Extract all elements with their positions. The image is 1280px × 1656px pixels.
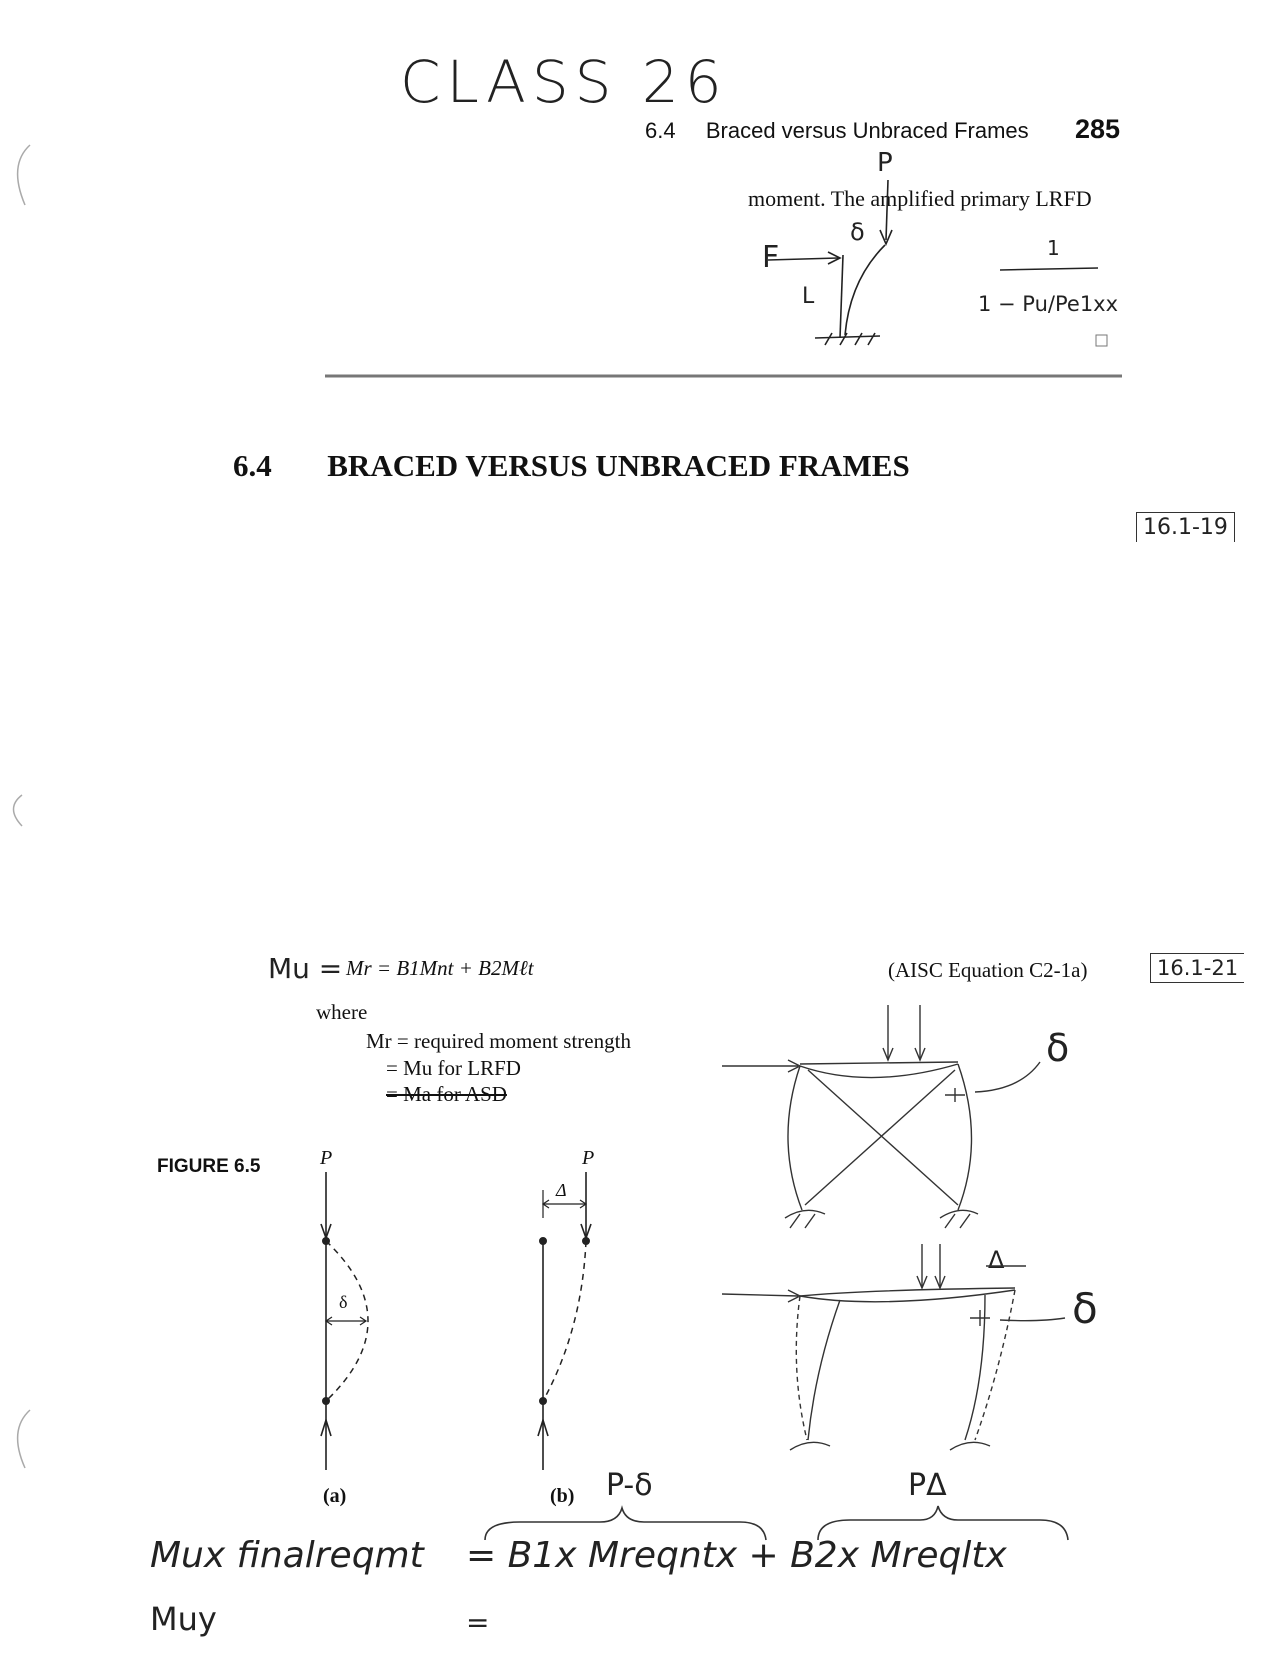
cantilever-sketch	[767, 179, 893, 346]
binder-hole-mark-2	[12, 794, 23, 827]
figure-label: FIGURE 6.5	[157, 1156, 261, 1177]
binder-hole-mark-3	[16, 1409, 31, 1469]
hand-final-right: = B1x Mreqntx + B2x Mreqltx	[466, 1535, 1007, 1576]
figure-b-caption: (b)	[550, 1485, 575, 1507]
top-text-line: moment. The amplified primary LRFD	[748, 186, 1092, 211]
hand-fraction-numerator: 1	[1047, 236, 1060, 260]
figure-a-caption: (a)	[323, 1485, 347, 1507]
binder-hole-mark-1	[16, 144, 31, 206]
header-section-title: Braced versus Unbraced Frames	[705, 118, 1029, 143]
hand-delta-unbraced: δ	[1072, 1284, 1098, 1333]
where-line-1: Mr = required moment strength	[366, 1029, 631, 1053]
header-section-number: 6.4	[645, 118, 676, 143]
hand-delta-top: δ	[850, 218, 865, 246]
hand-bottom-left: Muy	[150, 1600, 217, 1638]
hand-ref-top: 16.1-19	[1136, 512, 1235, 542]
handwritten-braces	[484, 1505, 1069, 1541]
hand-delta-unbraced-top: Δ	[988, 1246, 1005, 1274]
handwritten-class-title: CLASS 26	[400, 48, 728, 116]
page-number: 285	[1075, 114, 1121, 144]
figure-b-delta: Δ	[555, 1180, 567, 1200]
section-heading-title: BRACED VERSUS UNBRACED FRAMES	[327, 448, 910, 483]
hand-bottom-equals: =	[466, 1606, 490, 1639]
section-heading: 6.4 BRACED VERSUS UNBRACED FRAMES	[233, 448, 910, 484]
equation-body: Mr = B1Mnt + B2Mℓt	[346, 956, 534, 980]
hand-final-left: Mux finalreqmt	[150, 1535, 424, 1576]
hand-p-delta-big: PΔ	[908, 1468, 947, 1503]
braced-frame-sketch	[722, 1005, 1041, 1229]
hand-mu-prefix: Mu =	[268, 952, 343, 985]
figure-b-drawing: P Δ	[537, 1147, 594, 1470]
hand-p-delta-small: P-δ	[606, 1468, 653, 1503]
figure-a-drawing: P δ	[319, 1147, 369, 1470]
hand-ref-equation: 16.1-21	[1150, 953, 1245, 983]
figure-a-load: P	[319, 1147, 332, 1169]
hand-delta-braced: δ	[1046, 1026, 1070, 1070]
unbraced-frame-sketch	[721, 1244, 1066, 1451]
where-line-3-struck: = Ma for ASD	[386, 1082, 507, 1106]
where-label: where	[316, 1000, 368, 1024]
equation-label: (AISC Equation C2-1a)	[888, 958, 1088, 982]
small-corner-mark	[1095, 334, 1108, 347]
hand-fraction-denominator: 1 − Pu/Pe1xx	[978, 292, 1119, 316]
section-heading-number: 6.4	[233, 448, 272, 483]
hand-load-p: P	[877, 148, 893, 178]
hand-force-f: F	[762, 240, 780, 275]
figure-a-delta: δ	[339, 1292, 347, 1312]
figure-b-load: P	[581, 1147, 594, 1169]
fraction-bar	[999, 267, 1099, 271]
running-header: 6.4 Braced versus Unbraced Frames	[645, 118, 1029, 144]
where-line-2: = Mu for LRFD	[386, 1056, 521, 1080]
hand-length-l: L	[802, 284, 815, 309]
